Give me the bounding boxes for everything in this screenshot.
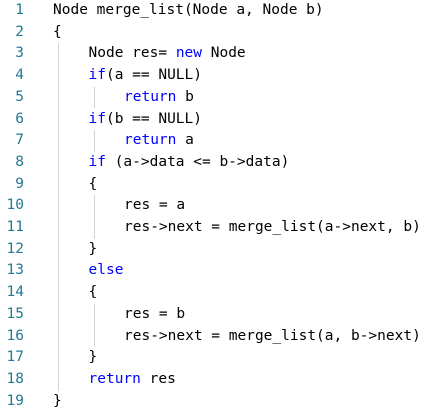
line-number: 17 <box>6 349 24 366</box>
code-text: res = a <box>124 195 185 217</box>
code-line[interactable]: 18 return res <box>0 369 425 391</box>
code-line[interactable]: 6 if(b == NULL) <box>0 109 425 131</box>
keyword-token: return <box>124 132 177 149</box>
code-line[interactable]: 14 { <box>0 282 425 304</box>
keyword-token: new <box>175 45 203 62</box>
line-number: 1 <box>15 2 24 18</box>
keyword-token: if <box>88 153 106 170</box>
line-number: 8 <box>15 153 24 170</box>
code-text: } <box>89 239 98 261</box>
code-token: (b == NULL) <box>105 110 202 127</box>
indent-guide <box>93 195 95 239</box>
code-line[interactable]: 5 return b <box>0 87 425 109</box>
line-number: 10 <box>6 197 24 214</box>
line-number: 16 <box>6 327 24 344</box>
code-text: { <box>89 282 98 304</box>
code-token: Node <box>202 45 246 62</box>
code-token: { <box>53 23 62 40</box>
code-text: res->next = merge_list(a->next, b) <box>124 217 421 239</box>
keyword-token: return <box>88 370 141 387</box>
code-text: else <box>89 260 124 282</box>
line-number: 5 <box>15 88 24 105</box>
indent-guide <box>93 86 95 109</box>
code-text: Node res= new Node <box>89 43 246 65</box>
code-line[interactable]: 10 res = a <box>0 195 425 217</box>
code-text: if(a == NULL) <box>89 65 203 87</box>
line-number: 9 <box>15 175 24 192</box>
code-text: { <box>89 174 98 196</box>
code-token: { <box>88 284 98 301</box>
indent-guide <box>93 303 95 348</box>
line-number: 19 <box>6 392 24 409</box>
code-token: res = b <box>124 305 186 322</box>
code-token: } <box>88 349 98 366</box>
code-token: a <box>176 132 194 149</box>
code-text: return b <box>124 87 194 109</box>
line-number: 13 <box>6 262 24 279</box>
code-token: } <box>88 240 98 257</box>
code-line[interactable]: 19} <box>0 391 425 412</box>
code-line[interactable]: 12} <box>0 239 425 261</box>
code-line[interactable]: 1 Node merge_list(Node a, Node b) <box>0 0 425 22</box>
indent-guide <box>58 43 59 391</box>
code-line[interactable]: 8 if (a->data <= b->data) <box>0 152 425 174</box>
code-token: res = a <box>124 197 186 214</box>
line-number: 6 <box>15 110 24 127</box>
code-line[interactable]: 11 res->next = merge_list(a->next, b) <box>0 217 425 239</box>
keyword-token: else <box>88 262 124 279</box>
line-number: 12 <box>6 240 24 257</box>
code-text: if (a->data <= b->data) <box>89 152 290 174</box>
line-number: 11 <box>6 219 24 235</box>
code-line[interactable]: 4 if(a == NULL) <box>0 65 425 87</box>
code-text: if(b == NULL) <box>89 109 203 131</box>
keyword-token: return <box>124 88 177 105</box>
code-token: res->next = merge_list(a->next, b) <box>124 219 421 235</box>
code-line[interactable]: 9{ <box>0 174 425 196</box>
code-text: res = b <box>124 304 185 326</box>
code-text: } <box>53 391 62 412</box>
code-line[interactable]: 7 return a <box>0 130 425 152</box>
code-token: res <box>140 370 176 387</box>
code-text: } <box>89 347 98 369</box>
line-number: 2 <box>15 23 24 40</box>
line-number: 18 <box>6 370 24 387</box>
code-line[interactable]: 3 Node res= new Node <box>0 43 425 65</box>
code-line[interactable]: 2{ <box>0 22 425 44</box>
code-text: res->next = merge_list(a, b->next) <box>124 326 421 348</box>
code-token: } <box>53 392 62 409</box>
code-token: { <box>88 175 98 192</box>
line-number: 15 <box>6 305 24 322</box>
line-number: 4 <box>15 67 24 84</box>
code-text: Node merge_list(Node a, Node b) <box>53 0 324 22</box>
keyword-token: if <box>88 67 106 84</box>
keyword-token: if <box>88 110 106 127</box>
code-line[interactable]: 13 else <box>0 260 425 282</box>
code-line[interactable]: 16 res->next = merge_list(a, b->next) <box>0 326 425 348</box>
code-line[interactable]: 15 res = b <box>0 304 425 326</box>
code-text: return res <box>89 369 176 391</box>
code-token: Node res= <box>88 45 176 62</box>
code-token: (a->data <= b->data) <box>105 153 290 170</box>
line-number: 7 <box>15 132 24 149</box>
line-number: 3 <box>15 45 24 62</box>
code-token: b <box>176 88 194 105</box>
code-token: res->next = merge_list(a, b->next) <box>124 327 421 344</box>
code-line[interactable]: 17} <box>0 347 425 369</box>
code-text: return a <box>124 130 194 152</box>
code-token: (a == NULL) <box>105 67 202 84</box>
indent-guide <box>93 130 95 152</box>
line-number: 14 <box>6 284 24 301</box>
code-token: Node merge_list(Node a, Node b) <box>53 2 324 18</box>
code-text: { <box>53 22 62 44</box>
